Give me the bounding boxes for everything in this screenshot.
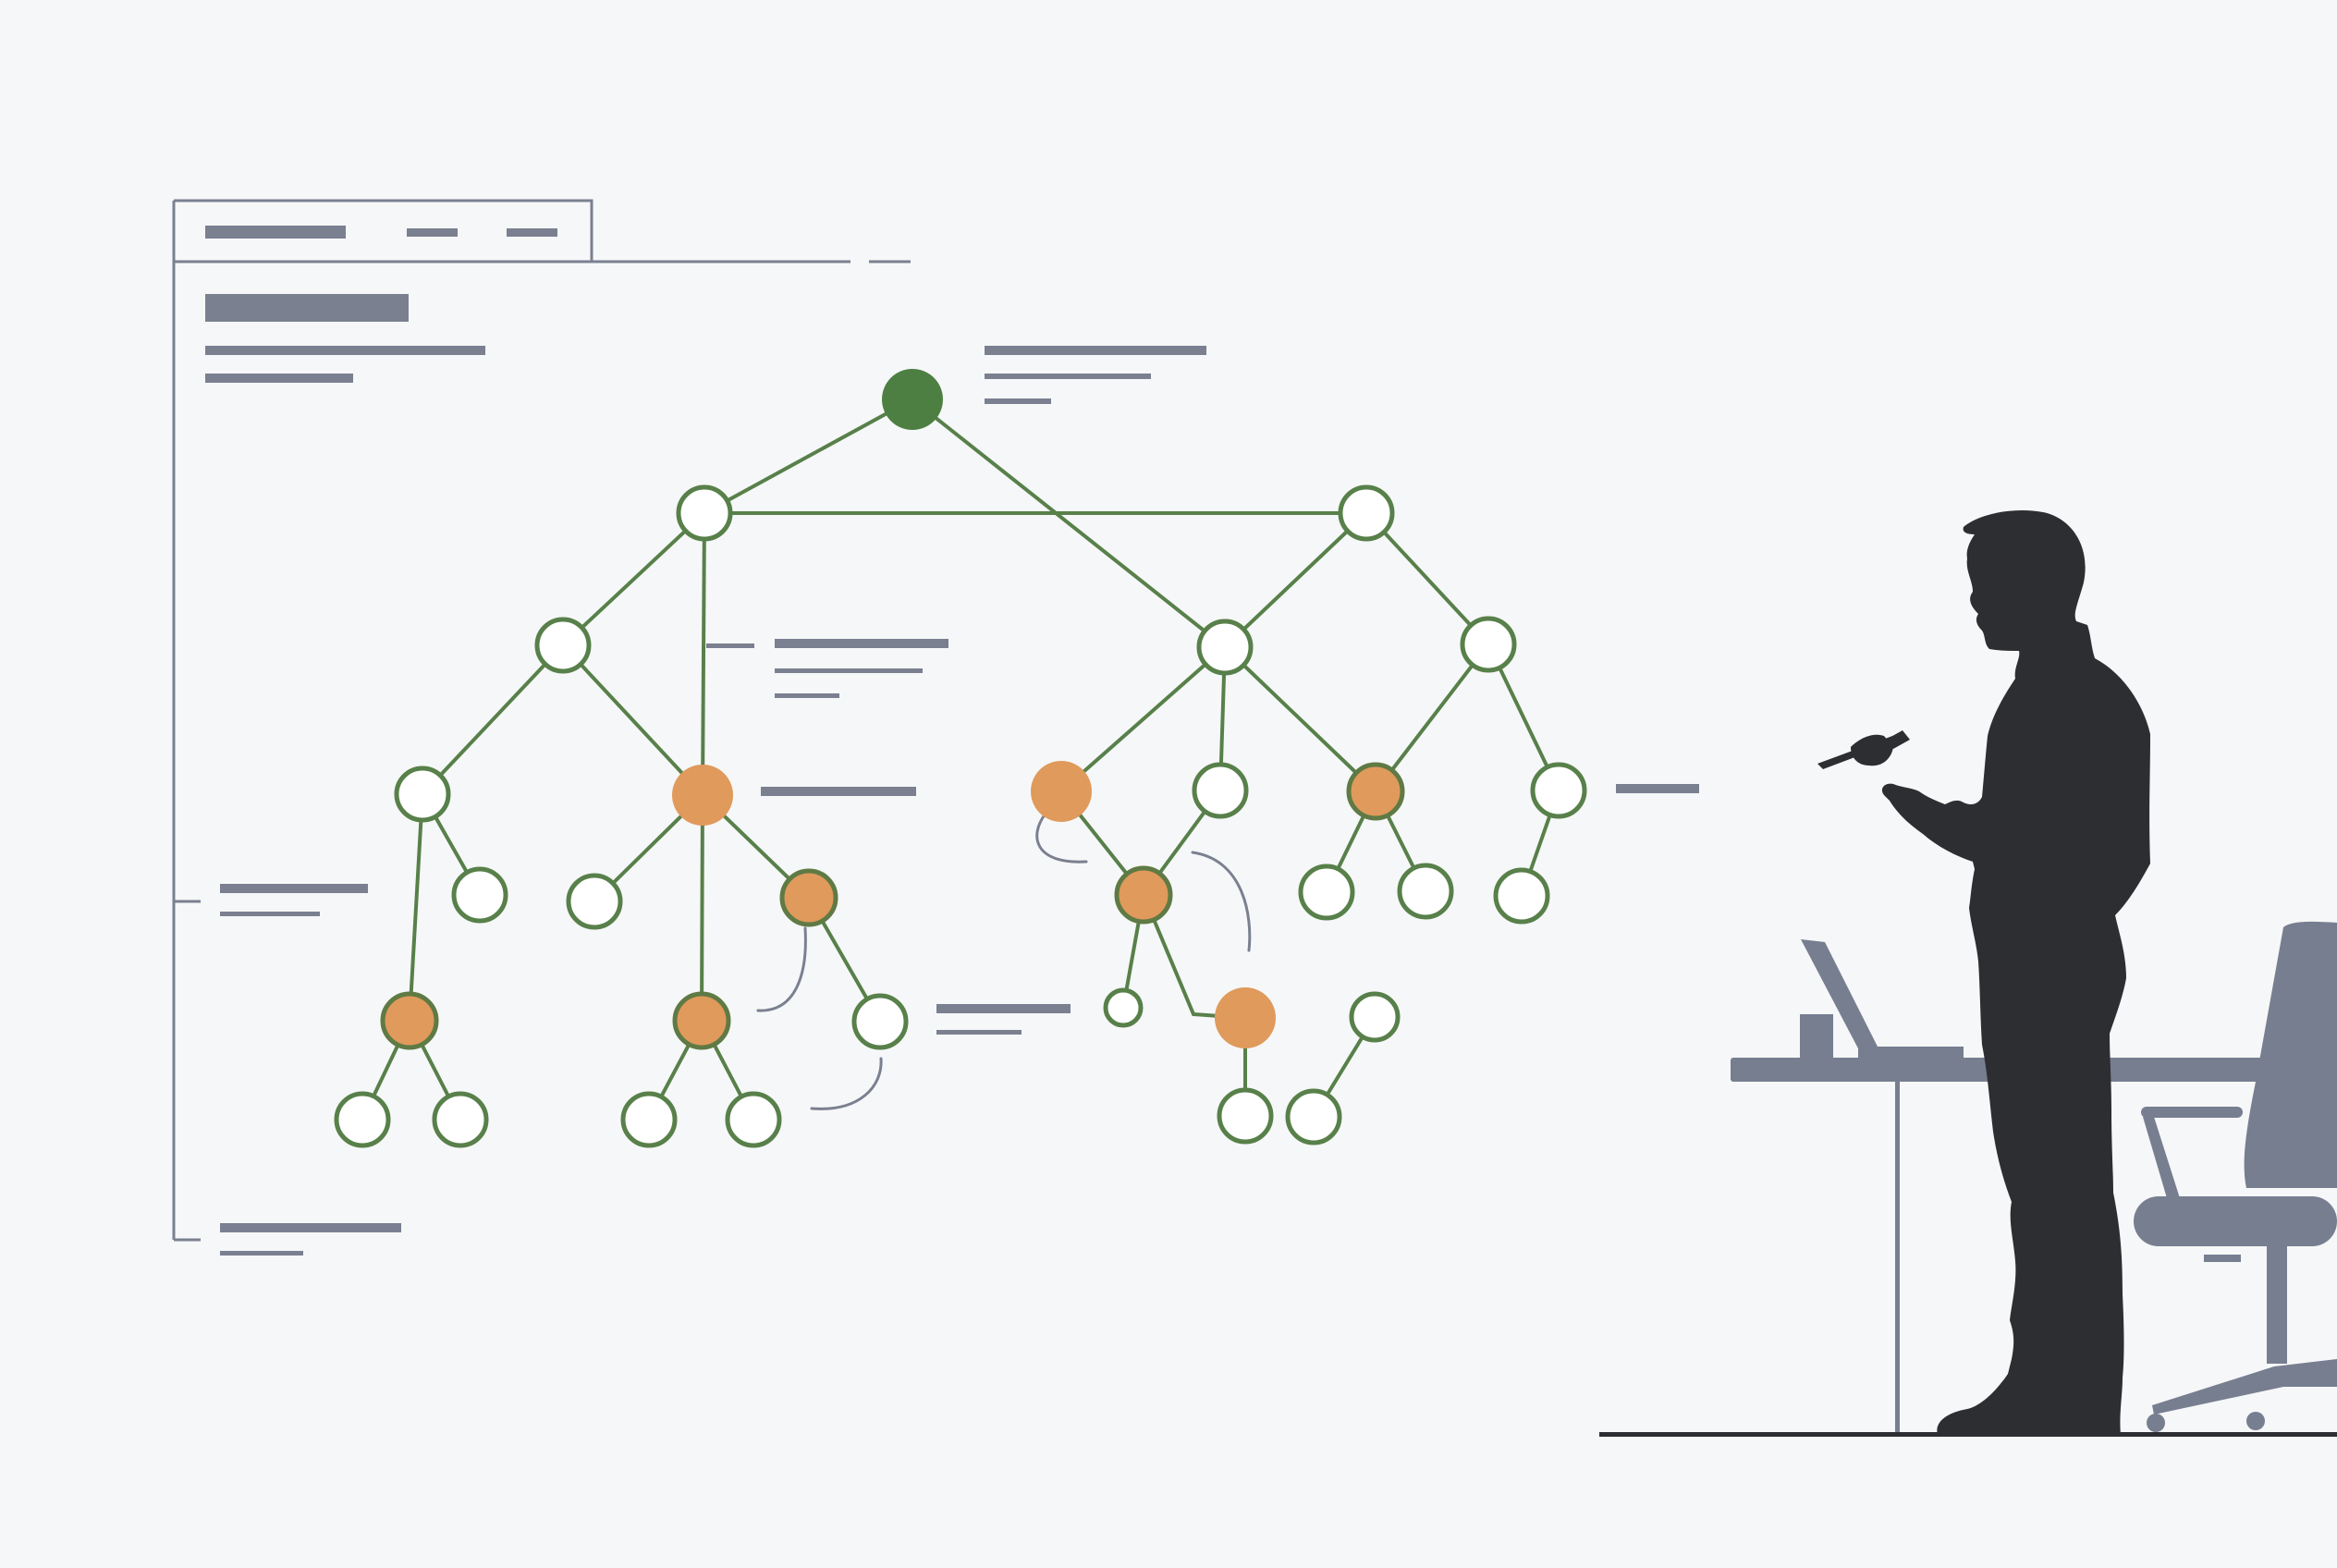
tree-node [1285, 1088, 1342, 1145]
annotation-curve [756, 926, 807, 1012]
tree-node-highlighted [672, 991, 731, 1050]
tree-node-highlighted [672, 765, 733, 826]
tree-node [394, 766, 451, 823]
tree-node [432, 1091, 489, 1148]
tree-edge [1364, 511, 1490, 646]
text-line-bar [220, 1251, 303, 1256]
annotation-bar [985, 346, 1206, 355]
tree-nodes [334, 369, 1587, 1148]
tree-node [566, 873, 623, 930]
chair-arm-support [2143, 1117, 2180, 1198]
tree-node [620, 1091, 678, 1148]
tree-node [725, 1091, 782, 1148]
tree-edge [1223, 645, 1377, 793]
text-line-bar [205, 346, 485, 355]
tree-node [1196, 619, 1254, 676]
text-line-bar [220, 1223, 401, 1232]
annotation-bar [985, 374, 1151, 379]
tree-edge [701, 511, 706, 797]
person-cuff [1886, 730, 1910, 749]
tree-node [851, 993, 909, 1050]
tree-node [1493, 867, 1550, 925]
heading-bar [205, 294, 409, 322]
tree-node-highlighted [1114, 865, 1173, 925]
tree-node [1349, 991, 1401, 1043]
tree-node-highlighted [779, 868, 838, 927]
annotation-bar [761, 787, 916, 796]
tree-edge [703, 398, 914, 515]
chair-caster [2147, 1414, 2165, 1432]
desk-organizer [1800, 1014, 1833, 1060]
tree-node [334, 1091, 391, 1148]
stylus-icon [1817, 732, 1906, 769]
annotation-bar [936, 1030, 1022, 1035]
desk-leg [1895, 1080, 1900, 1432]
tree-edge [700, 793, 704, 1023]
tab-label-bar-short [507, 228, 557, 237]
tree-node [1192, 762, 1249, 819]
annotation-bar [775, 639, 948, 648]
tab-label-bar-short [407, 228, 458, 237]
text-line-bar [205, 374, 353, 383]
tree-node [1298, 864, 1355, 921]
office-chair-icon [2134, 921, 2337, 1432]
chair-lever [2204, 1255, 2241, 1262]
tree-node-highlighted [1215, 987, 1276, 1048]
tree-edge [561, 643, 704, 797]
chair-armrest [2141, 1107, 2243, 1118]
annotation-bar [775, 693, 839, 698]
tree-node [451, 866, 508, 924]
annotation-bar [936, 1004, 1071, 1013]
tree-node-highlighted [1031, 761, 1092, 822]
tree-node [1530, 762, 1587, 819]
chair-caster [2246, 1412, 2265, 1430]
tree-node-small [1103, 987, 1144, 1028]
annotation-bar [1616, 784, 1699, 793]
annotation-curve [1191, 851, 1252, 952]
tree-node-highlighted [380, 991, 439, 1050]
tree-node [534, 617, 592, 674]
laptop-icon [1801, 939, 1964, 1060]
text-line-bar [220, 912, 320, 916]
chair-seat [2134, 1196, 2337, 1246]
tree-edge [561, 511, 706, 647]
tree-node [1217, 1087, 1274, 1145]
laptop-base [1858, 1047, 1964, 1060]
tab-label-bar [205, 226, 346, 239]
chair-gas-lift [2267, 1243, 2287, 1364]
laptop-screen [1801, 939, 1878, 1048]
tree-annotations [706, 346, 1699, 1035]
annotation-bar [985, 398, 1051, 404]
text-line-bar [220, 884, 368, 893]
tree-edge [1059, 645, 1227, 793]
person-silhouette-icon [1817, 509, 2150, 1435]
tree-node-highlighted [1346, 762, 1405, 821]
annotation-curves [756, 812, 1252, 1110]
document-placeholder-text [205, 226, 557, 1256]
chair-backrest [2244, 921, 2337, 1188]
tree-node [1460, 616, 1517, 673]
tree-node [1397, 863, 1454, 920]
panel-header-tab [174, 199, 593, 262]
annotation-curve [1035, 812, 1088, 864]
tree-edge [1374, 643, 1490, 793]
tree-node [676, 484, 733, 542]
chair-base [2152, 1359, 2337, 1415]
annotation-curve [810, 1057, 883, 1110]
tree-edge [1223, 511, 1368, 649]
person-body [1881, 509, 2150, 1435]
tree-root-node [882, 369, 943, 430]
tree-node [1338, 484, 1395, 542]
tree-edge [421, 643, 565, 796]
annotation-bar [775, 668, 923, 673]
tree-edge [911, 398, 1227, 649]
annotation-connector [706, 643, 754, 648]
document-panel [172, 199, 911, 1242]
tree-edge [408, 792, 424, 1023]
